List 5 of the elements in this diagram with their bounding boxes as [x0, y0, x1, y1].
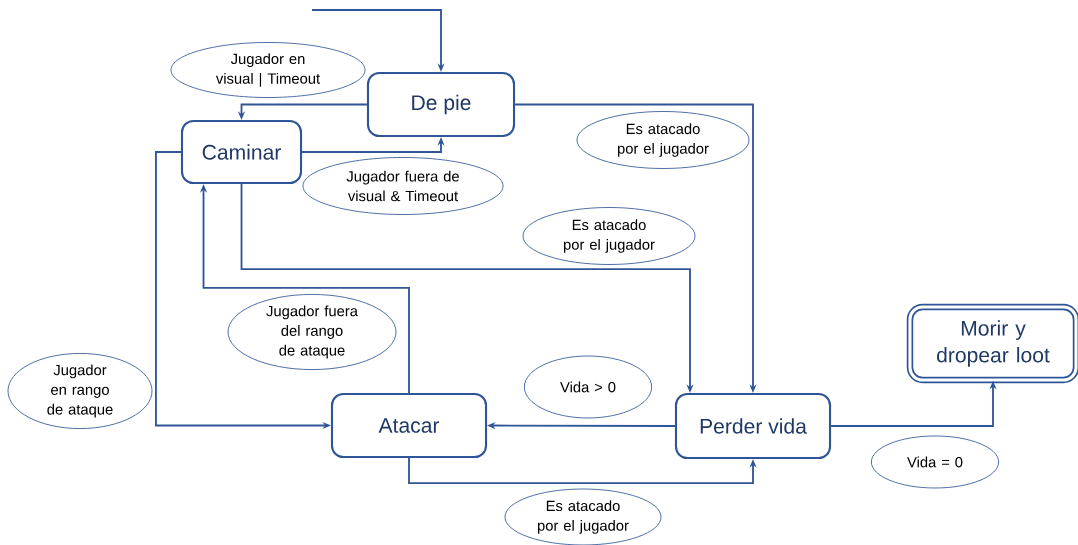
state-box: De pie [366, 71, 516, 138]
state-box: Caminar [180, 119, 303, 185]
final-state-box: Morir y dropear loot [906, 303, 1078, 384]
state-box: Atacar [330, 392, 488, 459]
state-box: Perder vida [674, 392, 832, 460]
